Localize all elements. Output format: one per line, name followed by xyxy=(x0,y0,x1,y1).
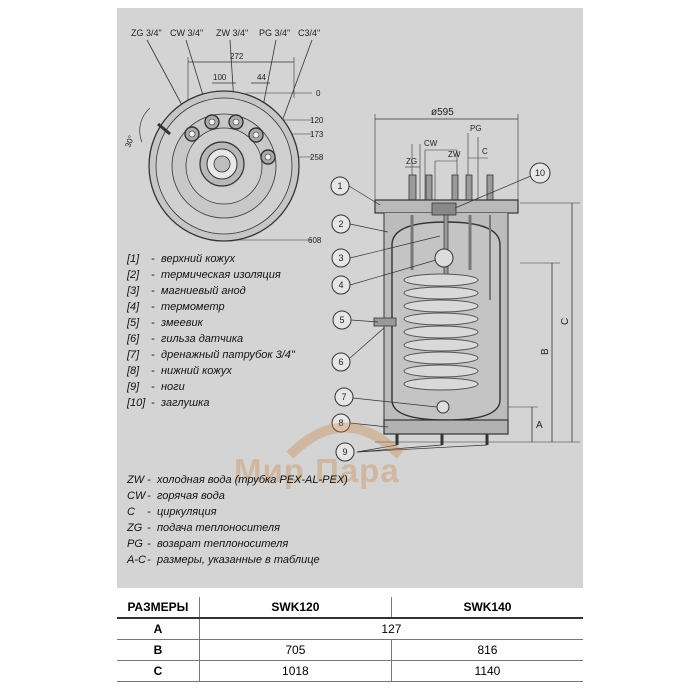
dim-letter: B xyxy=(540,348,551,355)
legend-item: [3]-магниевый анод xyxy=(127,285,246,297)
callout-number: 10 xyxy=(535,168,545,178)
legend-item: A-C-размеры, указанные в таблице xyxy=(127,554,320,566)
legend-item: PG-возврат теплоносителя xyxy=(127,538,289,550)
legend-item: [10]-заглушка xyxy=(127,397,210,409)
conn-label: ZG 3/4" xyxy=(131,28,162,38)
legend-item: [7]-дренажный патрубок 3/4" xyxy=(127,349,295,361)
conn-label: ZW 3/4" xyxy=(216,28,248,38)
legend-item: [1]-верхний кожух xyxy=(127,253,235,265)
conn-label: CW xyxy=(424,139,438,148)
technical-drawing: ZG 3/4" CW 3/4" ZW 3/4" PG 3/4" C3/4" 27… xyxy=(123,28,580,462)
conn-label: ZG xyxy=(406,157,417,166)
callout-2 xyxy=(331,214,351,234)
callout-8 xyxy=(331,413,351,433)
table-row: B 705 816 xyxy=(117,639,583,661)
parts-legend: [1]-верхний кожух [2]-термическая изоляц… xyxy=(127,251,295,411)
table-header-cell: SWK140 xyxy=(390,597,583,619)
dim-label: 258 xyxy=(310,153,324,162)
table-header-cell: SWK120 xyxy=(198,597,392,619)
callout-7 xyxy=(334,387,354,407)
legend-item: [5]-змеевик xyxy=(127,317,203,329)
table-header-row: РАЗМЕРЫ SWK120 SWK140 xyxy=(117,597,583,619)
table-cell: 1140 xyxy=(390,660,583,682)
dim-label: 44 xyxy=(257,73,266,82)
callout-10 xyxy=(529,162,551,184)
table-header-cell: РАЗМЕРЫ xyxy=(117,597,200,619)
dim-label: 0 xyxy=(316,89,321,98)
dim-letter: A xyxy=(536,420,543,431)
legend-item: C-циркуляция xyxy=(127,506,217,518)
legend-item: ZG-подача теплоносителя xyxy=(127,522,280,534)
top-view-labels: ZG 3/4" CW 3/4" ZW 3/4" PG 3/4" C3/4" 27… xyxy=(123,28,323,245)
table-row-label: A xyxy=(117,618,200,640)
dimensions-table: РАЗМЕРЫ SWK120 SWK140 A 127 B 705 816 C … xyxy=(117,597,583,682)
table-row: A 127 xyxy=(117,618,583,640)
dim-letter: C xyxy=(560,318,571,325)
legend-item: [4]-термометр xyxy=(127,301,225,313)
callout-4 xyxy=(331,275,351,295)
dim-label: 100 xyxy=(213,73,227,82)
callout-number: 7 xyxy=(341,392,346,402)
callout-number: 9 xyxy=(342,447,347,457)
dim-label: 120 xyxy=(310,116,324,125)
callout-number: 2 xyxy=(338,219,343,229)
dim-label: 608 xyxy=(308,236,322,245)
callout-6 xyxy=(331,352,351,372)
dim-label: 173 xyxy=(310,130,324,139)
conn-label: ZW xyxy=(448,150,461,159)
table-cell-merged: 127 xyxy=(198,618,583,640)
legend-item: ZW-холодная вода (трубка PEX-AL-PEX) xyxy=(127,474,348,486)
callout-1 xyxy=(330,176,350,196)
table-cell: 816 xyxy=(390,639,583,661)
table-cell: 1018 xyxy=(198,660,392,682)
conn-label: C xyxy=(482,147,488,156)
legend-item: [8]-нижний кожух xyxy=(127,365,232,377)
legend-item: CW-горячая вода xyxy=(127,490,225,502)
angle-label: 30° xyxy=(123,134,136,148)
top-view xyxy=(139,39,313,242)
table-row-label: B xyxy=(117,639,200,661)
conn-label: PG xyxy=(470,124,482,133)
callout-3 xyxy=(331,248,351,268)
legend-item: [2]-термическая изоляция xyxy=(127,269,281,281)
watermark-text: Мир Пара xyxy=(234,452,400,489)
table-cell: 705 xyxy=(198,639,392,661)
callout-number: 6 xyxy=(338,357,343,367)
callout-5 xyxy=(332,310,352,330)
callout-numbers: 1 2 3 4 5 6 7 8 9 10 xyxy=(337,168,545,457)
table-row: C 1018 1140 xyxy=(117,660,583,682)
table-row-label: C xyxy=(117,660,200,682)
callout-number: 3 xyxy=(338,253,343,263)
dim-label: 272 xyxy=(230,52,244,61)
legend-item: [6]-гильза датчика xyxy=(127,333,244,345)
conn-label: CW 3/4" xyxy=(170,28,203,38)
codes-legend: ZW-холодная вода (трубка PEX-AL-PEX) CW-… xyxy=(127,472,348,568)
conn-label: PG 3/4" xyxy=(259,28,290,38)
diameter-label: ø595 xyxy=(431,107,454,118)
callout-9 xyxy=(335,442,355,462)
callout-number: 8 xyxy=(338,418,343,428)
callout-number: 4 xyxy=(338,280,343,290)
conn-label: C3/4" xyxy=(298,28,320,38)
side-view-labels: ø595 PG CW ZG ZW C A B C xyxy=(406,107,571,431)
legend-item: [9]-ноги xyxy=(127,381,185,393)
callouts xyxy=(330,162,551,462)
callout-number: 1 xyxy=(337,181,342,191)
watermark-logo xyxy=(286,422,404,459)
callout-number: 5 xyxy=(339,315,344,325)
side-view xyxy=(348,114,580,453)
